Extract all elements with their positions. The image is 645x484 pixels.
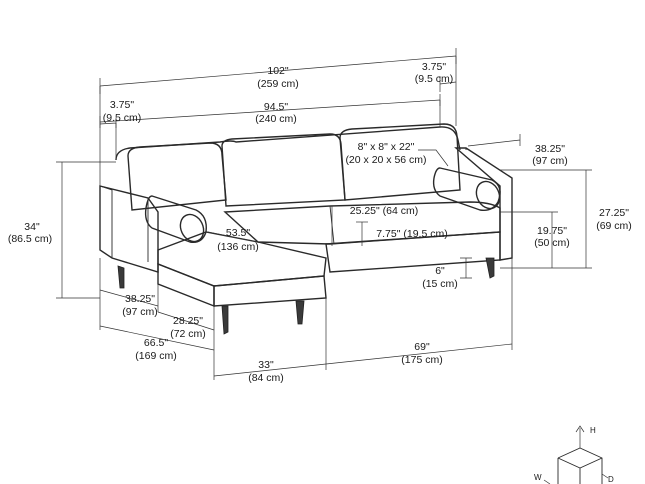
dimension-labels: 102" (259 cm) 3.75" (9.5 cm) 3.75" (9.5 … [8,61,632,384]
sofa-drawing [99,123,513,335]
label-chaise-width-cm: (72 cm) [170,328,206,340]
label-arm-left: 3.75" [110,99,134,111]
label-chaise-front: 33" [258,359,274,371]
label-arm-height-cm: (69 cm) [596,220,632,232]
label-arm-left-cm: (9.5 cm) [103,112,142,124]
label-total-width-cm: (259 cm) [257,78,298,90]
chaise-base [157,262,215,308]
label-leg-height: 6" [435,265,445,277]
dimension-lines [56,48,592,380]
label-pillow: 8" x 8" x 22" [358,141,415,153]
label-leg-height-cm: (15 cm) [422,278,458,290]
pillow-right [432,167,501,212]
label-pillow-cm: (20 x 20 x 56 cm) [345,154,426,166]
label-seat-thickness: 7.75" (19.5 cm) [376,228,447,240]
label-total-width: 102" [267,65,289,77]
label-chaise-front-cm: (84 cm) [248,372,284,384]
label-height: 34" [24,221,40,233]
label-depth-right-cm: (97 cm) [532,155,568,167]
label-inner-width-cm: (240 cm) [255,113,296,125]
label-chaise-width: 28.25" [173,315,203,327]
sofa-back [115,126,461,161]
back-cushion-middle [221,133,346,207]
label-depth-left-cm: (97 cm) [122,306,158,318]
axis-label-h: H [590,426,596,435]
axis-label-d: D [608,475,614,484]
leg-right [485,257,495,279]
axis-legend: H W D [534,425,614,484]
label-height-cm: (86.5 cm) [8,233,52,245]
label-depth-right: 38.25" [535,143,565,155]
left-arm [99,185,159,273]
label-depth-left: 38.25" [125,293,155,305]
label-sofa-front: 69" [414,341,430,353]
back-cushion-right [339,123,461,201]
label-chaise-length-cm: (169 cm) [135,350,176,362]
label-seat-height: 19.75" [537,225,567,237]
seat-base-main [325,231,501,273]
leg-back-left [117,265,125,289]
leg-front-left [221,305,229,335]
label-seat-height-cm: (50 cm) [534,237,570,249]
leg-front-middle [295,300,305,325]
axis-label-w: W [534,473,542,482]
label-inner-width: 94.5" [264,101,288,113]
label-arm-right: 3.75" [422,61,446,73]
axis-cube-icon [557,447,603,484]
label-arm-height: 27.25" [599,207,629,219]
label-arm-right-cm: (9.5 cm) [415,73,454,85]
label-chaise-depth-inner: 53.5" [226,227,250,239]
pillow-left [144,195,207,243]
label-chaise-length: 66.5" [144,337,168,349]
label-chaise-depth-inner-cm: (136 cm) [217,241,258,253]
back-cushion-left [127,142,227,211]
label-seat-depth: 25.25" (64 cm) [350,205,419,217]
label-sofa-front-cm: (175 cm) [401,354,442,366]
